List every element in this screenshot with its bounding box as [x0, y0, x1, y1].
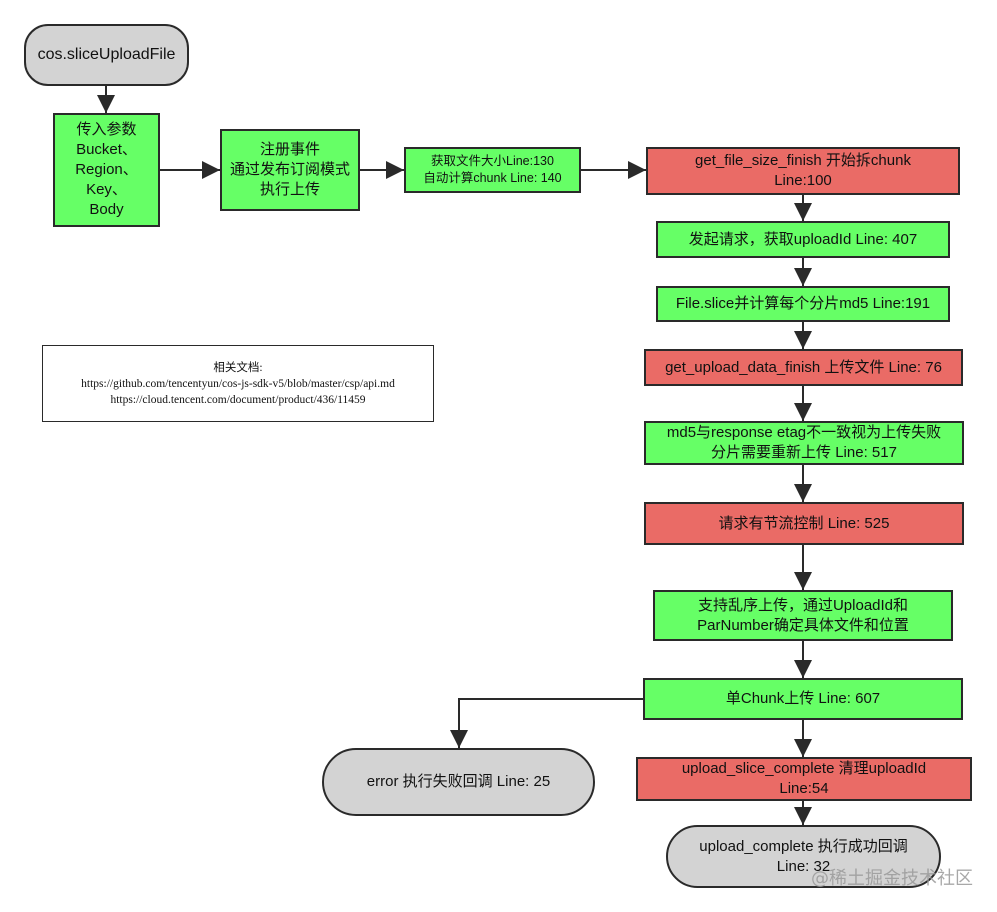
- docs-link-tencent-cloud[interactable]: https://cloud.tencent.com/document/produ…: [110, 393, 366, 406]
- docs-link-github[interactable]: https://github.com/tencentyun/cos-js-sdk…: [81, 377, 395, 390]
- slice-node: File.slice并计算每个分片md5 Line:191: [656, 286, 950, 322]
- params-node: 传入参数 Bucket、 Region、 Key、 Body: [53, 113, 160, 227]
- docs-title: 相关文档:: [213, 361, 263, 374]
- docs-box: 相关文档: https://github.com/tencentyun/cos-…: [42, 345, 434, 422]
- slicecomplete-node: upload_slice_complete 清理uploadId Line:54: [636, 757, 972, 801]
- error-node: error 执行失败回调 Line: 25: [322, 748, 595, 816]
- edge-chunk-error: [450, 698, 643, 748]
- sizefinish-node: get_file_size_finish 开始拆chunk Line:100: [646, 147, 960, 195]
- filesize-node: 获取文件大小Line:130 自动计算chunk Line: 140: [404, 147, 581, 193]
- register-node: 注册事件 通过发布订阅模式 执行上传: [220, 129, 360, 211]
- complete-node: upload_complete 执行成功回调 Line: 32: [666, 825, 941, 888]
- start-node: cos.sliceUploadFile: [24, 24, 189, 86]
- md5check-node: md5与response etag不一致视为上传失败 分片需要重新上传 Line…: [644, 421, 964, 465]
- order-node: 支持乱序上传，通过UploadId和 ParNumber确定具体文件和位置: [653, 590, 953, 641]
- request-node: 发起请求，获取uploadId Line: 407: [656, 221, 950, 258]
- datafinish-node: get_upload_data_finish 上传文件 Line: 76: [644, 349, 963, 386]
- chunk-node: 单Chunk上传 Line: 607: [643, 678, 963, 720]
- watermark: @稀土掘金技术社区: [811, 868, 973, 889]
- throttle-node: 请求有节流控制 Line: 525: [644, 502, 964, 545]
